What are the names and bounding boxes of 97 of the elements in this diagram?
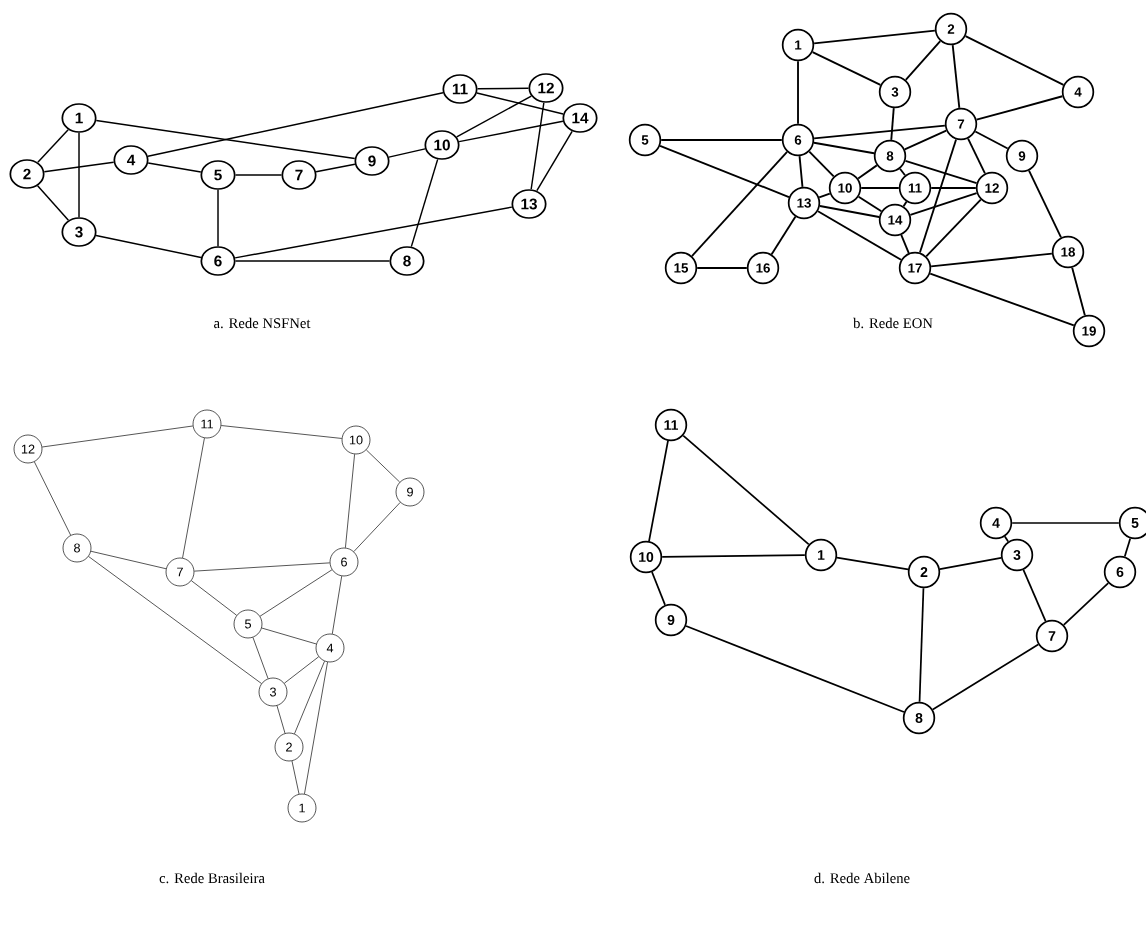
link-line xyxy=(974,130,1009,150)
link-line xyxy=(315,163,356,173)
link-line xyxy=(691,151,788,257)
link-line xyxy=(456,95,532,138)
link-line xyxy=(261,627,317,645)
link-line xyxy=(660,139,783,141)
link-line xyxy=(661,554,806,558)
link-line xyxy=(220,425,343,439)
link-line xyxy=(1062,582,1110,626)
caption: d. Rede Abilene xyxy=(814,872,910,884)
link-line xyxy=(930,187,977,189)
link-line xyxy=(813,141,875,155)
link-line xyxy=(1011,522,1120,524)
link-line xyxy=(78,132,80,218)
link-line xyxy=(808,150,835,178)
link-line xyxy=(530,102,545,190)
link-line xyxy=(234,260,391,262)
link-line xyxy=(931,643,1040,711)
link-line xyxy=(682,434,810,546)
link-line xyxy=(353,502,401,552)
link-line xyxy=(770,215,797,256)
link-line xyxy=(1004,535,1009,543)
link-line xyxy=(857,164,878,180)
link-line xyxy=(345,453,355,549)
caption: a. Rede NSFNet xyxy=(214,317,311,329)
link-line xyxy=(930,252,1053,268)
link-line xyxy=(648,440,669,542)
link-line xyxy=(41,425,194,448)
link-line xyxy=(900,234,910,254)
link-line xyxy=(929,272,1075,327)
link-line xyxy=(234,206,513,259)
link-line xyxy=(836,556,909,571)
link-line xyxy=(284,656,319,684)
link-line xyxy=(37,128,69,164)
link-line xyxy=(252,637,269,679)
link-line xyxy=(259,569,333,617)
link-line xyxy=(939,557,1002,570)
link-line xyxy=(43,161,115,173)
link-line xyxy=(388,148,426,158)
link-line xyxy=(967,137,986,175)
link-line xyxy=(904,40,942,81)
link-line xyxy=(857,195,883,213)
link-line xyxy=(191,580,237,616)
link-line xyxy=(294,660,325,735)
link-line xyxy=(147,91,444,158)
link-line xyxy=(797,60,799,125)
link-line xyxy=(919,138,957,254)
link-line xyxy=(975,95,1064,121)
link-line xyxy=(818,192,831,199)
link-line xyxy=(217,189,219,247)
link-line xyxy=(918,587,925,703)
link-line xyxy=(1123,537,1132,558)
link-line xyxy=(798,155,804,188)
link-line xyxy=(536,130,573,192)
link-line xyxy=(147,162,202,173)
link-line xyxy=(925,198,982,258)
link-line xyxy=(95,119,356,160)
caption: b. Rede EON xyxy=(853,317,933,329)
link-line xyxy=(1028,169,1062,239)
link-line xyxy=(410,158,439,248)
link-line xyxy=(276,705,286,734)
link-line xyxy=(951,44,961,109)
link-line xyxy=(182,437,205,559)
link-line xyxy=(95,234,202,259)
link-line xyxy=(685,625,905,713)
caption: c. Rede Brasileira xyxy=(159,872,265,884)
link-line xyxy=(476,92,564,115)
link-line xyxy=(909,192,978,216)
link-line xyxy=(696,267,748,269)
link-line xyxy=(1071,266,1086,317)
link-line xyxy=(304,661,328,795)
link-line xyxy=(811,51,882,86)
link-line xyxy=(331,575,343,635)
link-line xyxy=(90,550,167,570)
link-line xyxy=(659,145,790,198)
link-line xyxy=(88,556,262,684)
link-line xyxy=(291,760,300,795)
link-line xyxy=(903,129,948,151)
link-line xyxy=(651,571,666,606)
link-line xyxy=(899,167,906,177)
link-line xyxy=(458,120,564,143)
link-line xyxy=(476,87,530,90)
link-line xyxy=(1022,569,1047,622)
link-line xyxy=(234,174,283,176)
link-line xyxy=(964,35,1065,86)
link-line xyxy=(902,200,908,208)
link-line xyxy=(366,449,400,483)
link-line xyxy=(34,461,71,536)
link-line xyxy=(860,187,900,189)
link-line xyxy=(813,124,946,140)
link-line xyxy=(193,562,331,572)
link-line xyxy=(36,185,70,221)
link-line xyxy=(813,29,936,45)
link-line xyxy=(817,210,902,261)
link-line xyxy=(890,107,895,141)
link-line xyxy=(904,159,978,185)
link-line xyxy=(819,205,880,218)
